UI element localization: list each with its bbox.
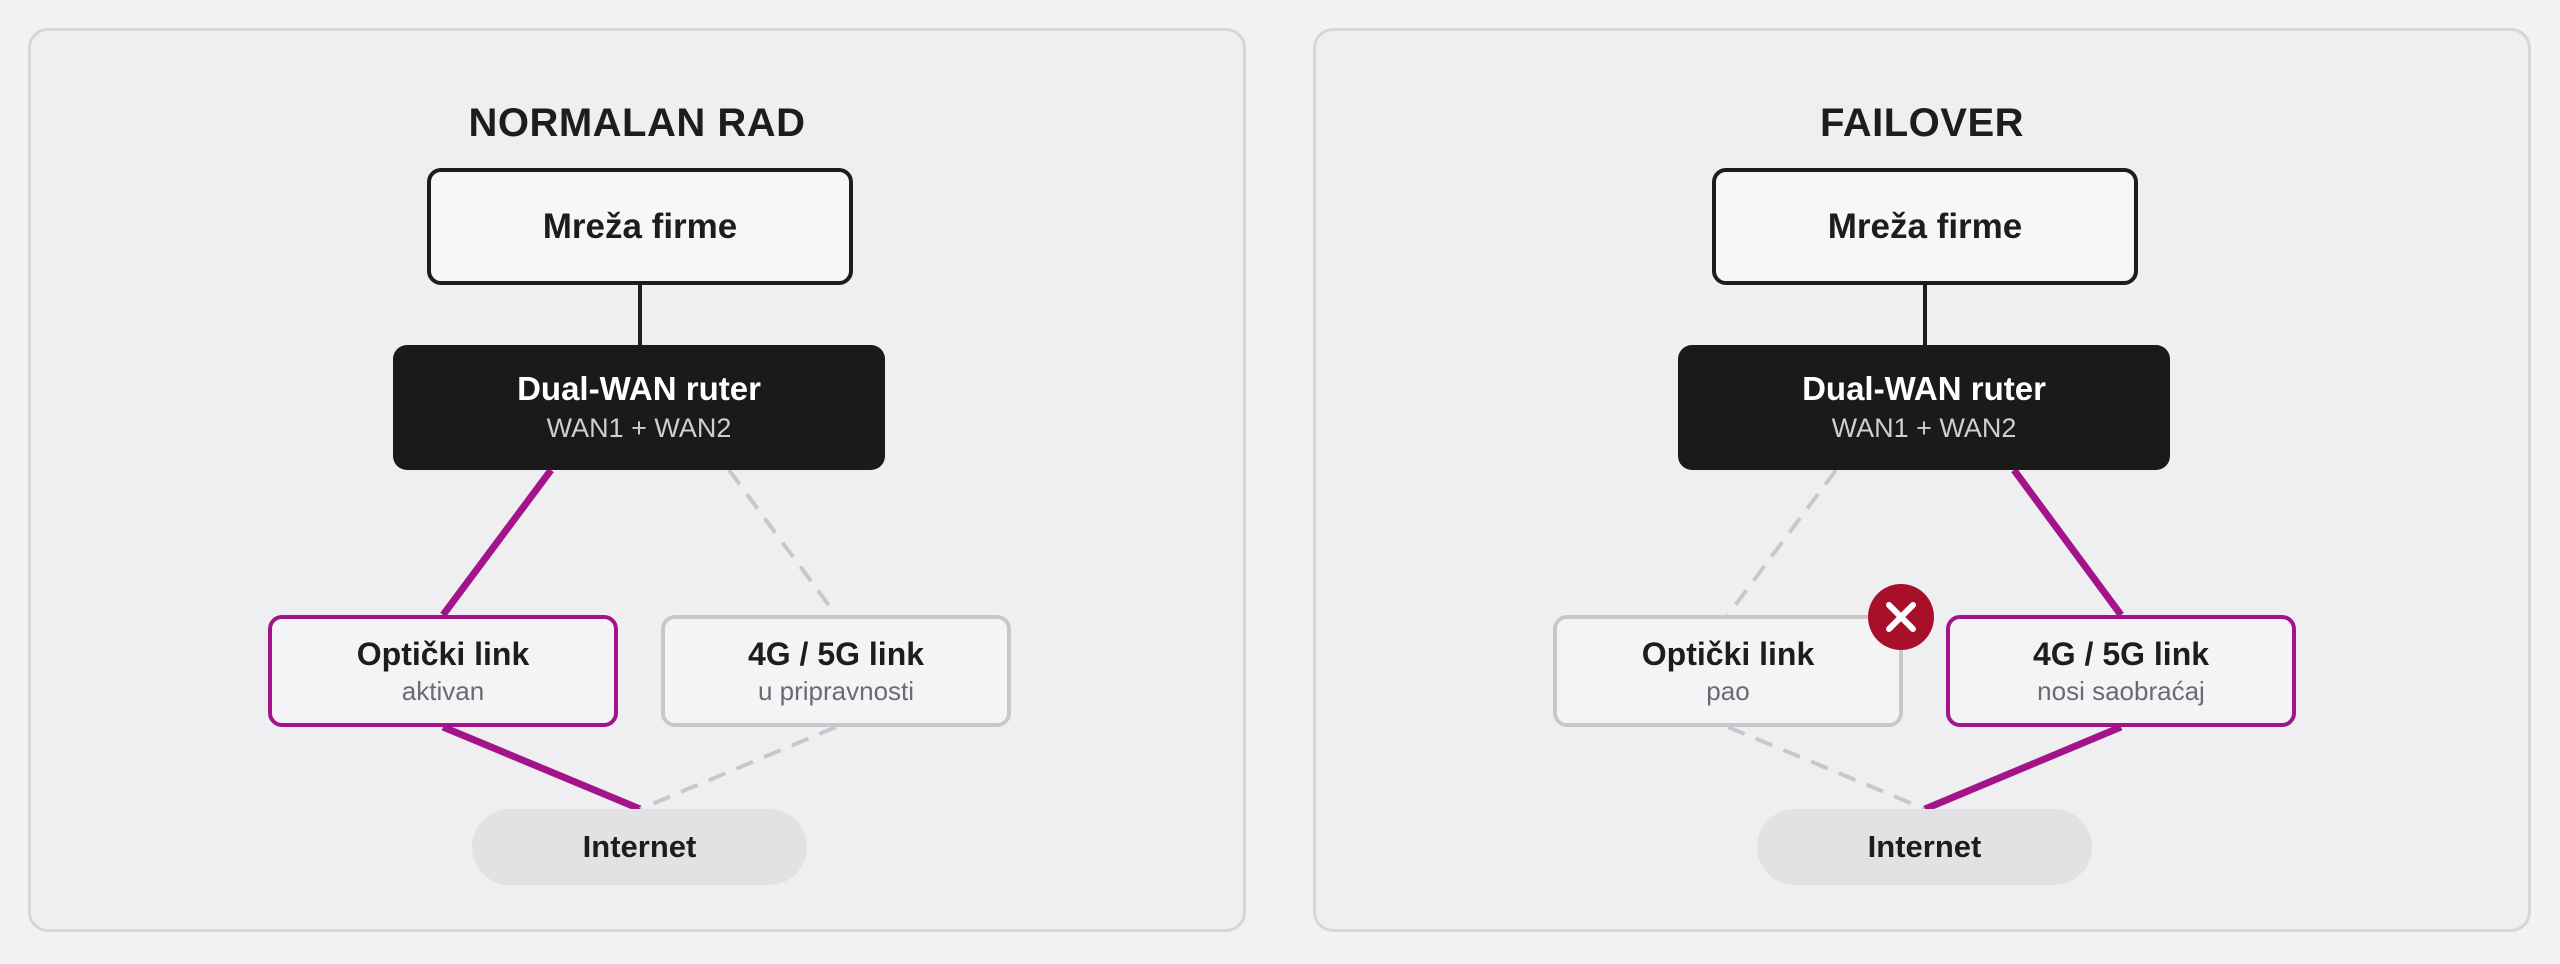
panel-normal-operation: NORMALAN RAD Mreža firme Dual-WAN ruter … xyxy=(28,28,1246,932)
fiber-link-title: Optički link xyxy=(356,636,530,672)
company-network-label: Mreža firme xyxy=(1827,206,2023,246)
cellular-link-node: 4G / 5G link u pripravnosti xyxy=(661,615,1011,727)
panel-title: NORMALAN RAD xyxy=(468,101,806,145)
fiber-link-title: Optički link xyxy=(1641,636,1815,672)
router-link-a-line xyxy=(440,467,554,618)
company-network-node: Mreža firme xyxy=(427,168,853,285)
internet-node: Internet xyxy=(1757,809,2092,885)
fiber-link-status: aktivan xyxy=(401,676,485,706)
link-a-internet-line xyxy=(1727,725,1926,811)
cellular-link-title: 4G / 5G link xyxy=(747,636,925,672)
company-network-node: Mreža firme xyxy=(1712,168,2138,285)
dual-wan-router-node: Dual-WAN ruter WAN1 + WAN2 xyxy=(393,345,885,470)
panel-title: FAILOVER xyxy=(1819,101,2025,145)
router-subtitle: WAN1 + WAN2 xyxy=(546,412,732,443)
x-circle-icon xyxy=(1868,584,1934,650)
company-network-label: Mreža firme xyxy=(542,206,738,246)
internet-label: Internet xyxy=(1867,829,1982,864)
router-title: Dual-WAN ruter xyxy=(517,369,761,407)
link-b-internet-line xyxy=(639,725,837,811)
link-b-internet-line xyxy=(1923,723,2123,813)
router-subtitle: WAN1 + WAN2 xyxy=(1831,412,2017,443)
panel-failover: FAILOVER Mreža firme Dual-WAN ruter WAN1… xyxy=(1313,28,2531,932)
cellular-link-title: 4G / 5G link xyxy=(2032,636,2210,672)
router-title: Dual-WAN ruter xyxy=(1802,369,2046,407)
cellular-link-node: 4G / 5G link nosi saobraćaj xyxy=(1946,615,2296,727)
link-a-internet-line xyxy=(441,723,642,813)
internet-node: Internet xyxy=(472,809,807,885)
router-link-b-line xyxy=(2011,467,2124,618)
cellular-link-status: u pripravnosti xyxy=(757,676,915,706)
connection-lines xyxy=(1726,285,2124,813)
router-link-b-line xyxy=(727,468,838,617)
fiber-link-node: Optički link aktivan xyxy=(268,615,618,727)
fiber-link-status: pao xyxy=(1706,676,1750,706)
internet-label: Internet xyxy=(582,829,697,864)
dual-wan-router-node: Dual-WAN ruter WAN1 + WAN2 xyxy=(1678,345,2170,470)
fiber-link-node: Optički link pao xyxy=(1553,615,1903,727)
connection-lines xyxy=(440,285,838,813)
cellular-link-status: nosi saobraćaj xyxy=(2037,676,2205,706)
router-link-a-line xyxy=(1726,468,1838,617)
